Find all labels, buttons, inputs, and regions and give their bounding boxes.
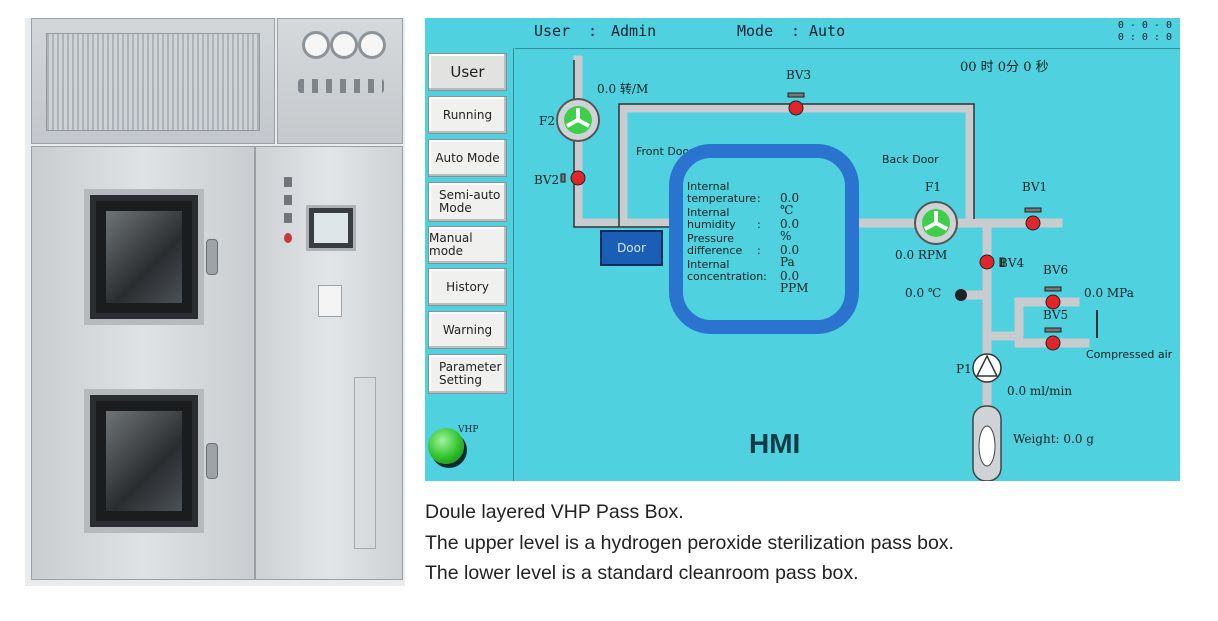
temperature-probe-value: 0.0 ℃ [905,286,942,300]
temp-sep: : [757,192,761,205]
door-button[interactable]: Door [600,230,663,266]
back-door-label: Back Door [882,153,939,166]
pressure-diff-label: Pressure difference [687,232,743,257]
fan-f1-icon [914,201,958,245]
switch-icon [284,195,292,205]
top-vent-panel [31,18,275,144]
switch-icon [284,177,292,187]
clock-time: 0 : 0 : 0 [1117,32,1172,43]
h2o2-tank-icon [972,405,1002,481]
humidity-label: Internal humidity [687,206,736,231]
hmi-title: HMI [749,428,801,459]
caption-line-2: The upper level is a hydrogen peroxide s… [425,531,954,554]
nav-running-button[interactable]: Running [428,96,507,134]
humidity-value: 0.0 % [780,217,800,243]
mode-value: Auto [809,22,846,40]
pump-p1-label: P1 [956,362,972,376]
valve-bv5-label: BV5 [1043,308,1069,322]
pressure-gauge [330,31,358,59]
emergency-stop-icon [284,233,292,243]
vhp-start-button[interactable] [428,428,464,464]
mode-sep: : [791,22,801,40]
fan-f1-rpm: 0.0 RPM [895,248,948,262]
user-label: User [534,22,571,40]
nav-manual-mode-button[interactable]: Manual mode [428,226,507,264]
hmi-screen: User : Admin Mode : Auto 0 - 0 - 0 0 : 0… [425,18,1180,481]
lower-door-handle [206,443,218,479]
pressure-diff-sep: : [757,244,761,257]
gauge-panel [277,18,403,144]
switch-icon [284,213,292,223]
valve-bv1-label: BV1 [1022,180,1048,194]
fan-f2-speed: 0.0 转/M [597,82,649,96]
nav-warning-button[interactable]: Warning [428,311,507,349]
concentration-value: 0.0 PPM [780,269,809,295]
temp-value: 0.0 ℃ [780,191,800,217]
clock: 0 - 0 - 0 0 : 0 : 0 [1118,20,1172,44]
user-value: Admin [611,22,657,40]
pressure-gauge [302,31,330,59]
user-sep: : [588,22,598,40]
nav-history-button[interactable]: History [428,268,507,306]
nav-user-button[interactable]: User [428,53,507,91]
access-panel [354,377,376,549]
fan-f1-label: F1 [925,180,941,194]
compressed-air-pressure: 0.0 MPa [1084,286,1134,300]
hmi-touchscreen [306,205,356,251]
valve-row [298,79,384,93]
elapsed-timer: 00 时 0分 0 秒 [960,60,1049,75]
concentration-label: Internal concentration: [687,258,767,283]
pass-box-photo [25,18,405,586]
pass-box-chamber [669,144,859,334]
valve-bv4-label: BV4 [999,256,1025,270]
valve-bv2-label: BV2 [534,173,560,187]
pressure-diff-value: 0.0 Pa [780,243,800,269]
nav-auto-mode-button[interactable]: Auto Mode [428,139,507,177]
control-cabinet [255,146,403,580]
clock-date: 0 - 0 - 0 [1117,20,1172,31]
caption-line-1: Doule layered VHP Pass Box. [425,501,684,523]
caption-line-3: The lower level is a standard cleanroom … [425,562,859,584]
valve-bv6-label: BV6 [1043,263,1069,277]
pump-flow-rate: 0.0 ml/min [1007,384,1073,398]
tank-weight: Weight: 0.0 g [1013,432,1094,446]
nav-parameter-setting-button[interactable]: Parameter Setting [428,354,507,394]
front-door-label: Front Door [636,145,694,158]
valve-bv3-label: BV3 [786,68,812,82]
hmi-sidebar [425,48,514,481]
compressed-air-label: Compressed air [1086,348,1173,361]
caption: Doule layered VHP Pass Box. The upper le… [425,497,954,589]
fan-f2-icon [556,98,600,142]
pressure-gauge [358,31,386,59]
hmi-header: User : Admin Mode : Auto 0 - 0 - 0 0 : 0… [515,18,1180,49]
printer [318,285,342,317]
upper-door-window [90,195,198,319]
upper-door-handle [206,239,218,275]
nav-semi-auto-mode-button[interactable]: Semi-auto Mode [428,182,507,222]
vhp-label: VHP [458,425,479,435]
mode-label: Mode [737,22,774,40]
lower-door-window [90,395,198,527]
piping-diagram [556,55,1098,481]
humidity-sep: : [757,218,761,231]
temp-label: Internal temperature [687,180,757,205]
pump-p1-icon [972,353,1002,383]
pass-box-body [31,146,255,580]
vent-grille [46,33,260,131]
fan-f2-label: F2 [539,114,555,128]
